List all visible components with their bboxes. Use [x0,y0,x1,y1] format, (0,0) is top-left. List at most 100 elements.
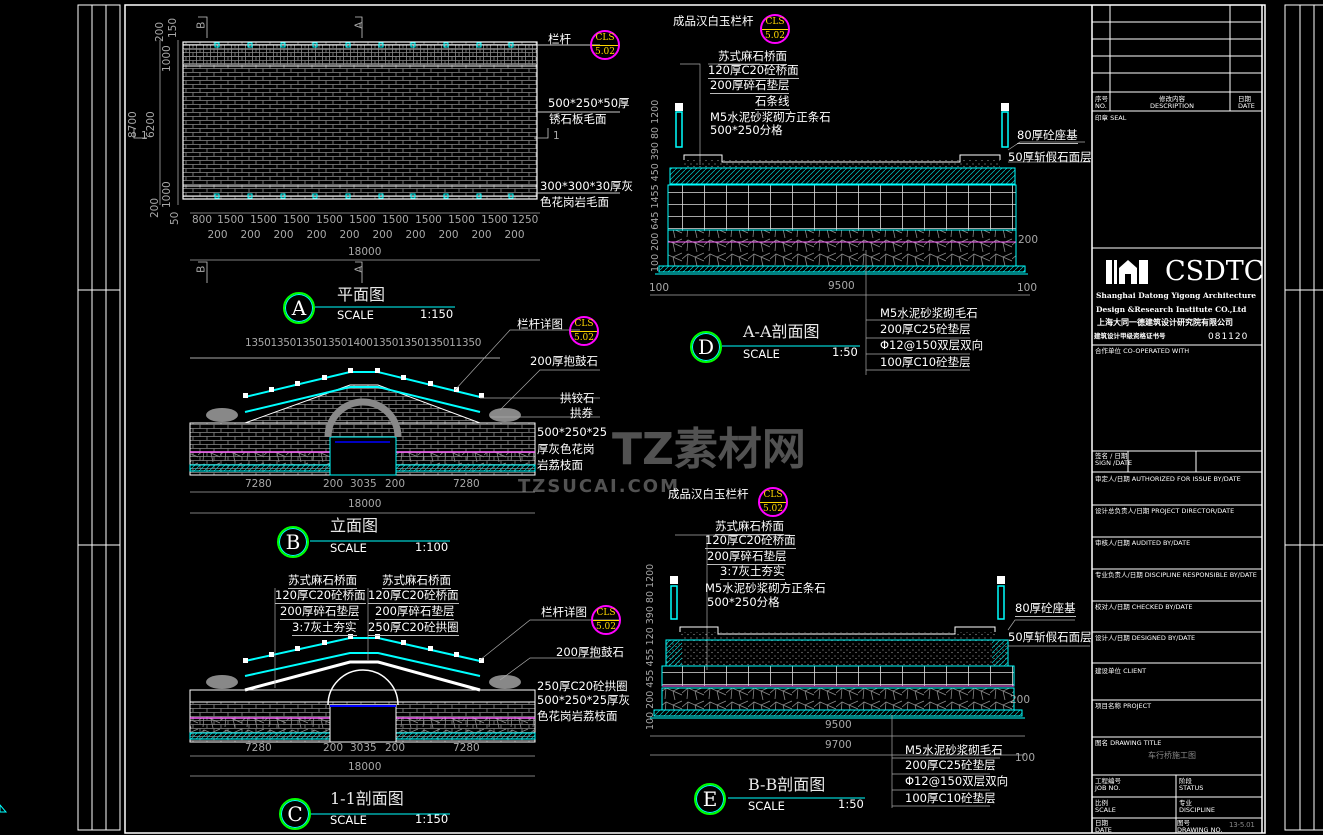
role-project-director: 设计总负责人/日期 PROJECT DIRECTOR/DATE [1095,507,1235,515]
aa-railing-label: 成品汉白玉栏杆 [673,14,754,28]
label-en: JOB NO. [1095,784,1121,793]
dim: 1500 [415,214,442,226]
dim: 3035 [350,742,377,754]
dim: 200 [240,229,261,241]
dim: 1500 [217,214,244,226]
elevation-facing-1: 500*250*25 [537,425,608,439]
layer-label: 苏式麻石桥面 [288,573,357,589]
callout-bottom: 5.02 [764,31,786,41]
layer-label: 120厚C20砼桥面 [708,63,799,79]
section11-total-dim: 18000 [348,761,382,773]
dim: 200 [385,478,406,490]
bb-title: B-B剖面图 [748,775,826,794]
label: 日期 [1095,819,1108,827]
view-marker-a: A [283,292,315,324]
label: 工程编号 [1095,777,1121,785]
aa-base-label: 80厚砼座基 [1017,128,1078,144]
role-discipline: 专业负责人/日期 DISCIPLINE RESPONSIBLE BY/DATE [1095,571,1257,579]
elevation-total-dim: 18000 [348,498,382,510]
layer-label: 石条线 [755,94,790,110]
drawing-title: 车行桥施工图 [1148,751,1196,760]
cut-mark-1-left: 1 [141,130,148,142]
plan-scale-label: SCALE [337,308,374,322]
section11-facing-2: 色花岗岩荔枝面 [537,709,618,723]
dim: 7280 [453,742,480,754]
dim: 200 [504,229,525,241]
label: 比例 [1095,799,1108,807]
callout-top: CLS [760,489,786,503]
layer-label: 苏式麻石桥面 [715,519,784,535]
view-marker-e: E [694,783,726,815]
elevation-facing-2: 厚灰色花岗 [537,442,595,456]
layer-label: M5水泥砂浆砌毛石 [905,743,1003,757]
plan-note-paving-1: 500*250*50厚 [548,96,630,110]
elevation-drum-stone: 200厚抱鼓石 [530,354,598,368]
dim: 200 [323,742,344,754]
coop-label: 合作单位 CO-OPERATED WITH [1095,347,1190,355]
label: 阶段 [1179,777,1192,785]
label-en: STATUS [1179,784,1204,793]
left-border-strip [77,4,121,831]
label: 修改内容 [1159,95,1185,103]
plan-note-paving-2: 锈石板毛面 [549,112,607,126]
dim: 200 [323,478,344,490]
company-name-cn: 上海大同一德建筑设计研究院有限公司 [1097,318,1233,327]
plan-railing-label: 栏杆 [548,32,571,46]
watermark-logo: TZ素材网 [612,424,806,475]
callout-bottom: 5.02 [762,504,784,514]
dim: 200 [339,229,360,241]
plan-note-granite-1: 300*300*30厚灰 [540,179,634,193]
section11-scale: 1:150 [415,812,449,826]
bb-base-label: 80厚砼座基 [1015,601,1076,617]
bb-face-label: 50厚斩假石面层 [1008,630,1092,644]
label-en: DATE [1238,102,1255,111]
label: 专业 [1179,799,1192,807]
csdtc-logo-icon [1106,260,1148,284]
section11-facing-1: 500*250*25厚灰 [537,693,631,707]
plan-dim-200-b: 200 [149,197,161,218]
bb-scale-label: SCALE [748,799,785,813]
seal-label: 印章 SEAL [1095,114,1127,122]
dim: 200 [207,229,228,241]
elevation-hinge-stone: 拱铰石 [560,391,595,405]
layer-label: 500*250分格 [710,123,783,137]
drawing-title-label: 图名 DRAWING TITLE [1095,739,1162,747]
dim: 200 [405,229,426,241]
cut-mark-a-bottom: A [353,265,366,273]
role-designed: 设计人/日期 DESIGNED BY/DATE [1095,634,1196,642]
dim: 100 [1017,282,1038,294]
section-b-b-drawing [650,534,1090,808]
layer-label: 200厚碎石垫层 [707,549,787,565]
section-1-1-drawing [189,588,620,777]
view-marker-d: D [690,331,722,363]
layer-label: 120厚C20砼桥面 [275,588,366,604]
layer-label: 3:7灰土夯实 [720,564,785,580]
elevation-drawing [189,329,600,514]
plan-dim-6200: 6200 [145,111,157,138]
label: 签名 / 日期 [1095,452,1128,460]
elevation-title: 立面图 [330,516,379,535]
elevation-top-dims: 1350135013501350140013501350135011350 [245,337,482,349]
company-name-en-2: Design &Research Institute CO.,Ltd [1096,305,1247,314]
label-en: DESCRIPTION [1150,102,1194,111]
plan-dim-1000-b: 1000 [161,181,173,208]
ucs-icon [0,804,8,813]
label-en: DATE [1095,826,1112,835]
callout-bottom: 5.02 [573,333,595,343]
dim: 800 [191,214,213,226]
cut-mark-b-bottom: B [195,265,208,273]
elevation-facing-3: 岩荔枝面 [537,458,583,472]
cut-mark-a-top: A [353,21,366,29]
label-en: SIGN /DATE [1095,459,1133,468]
callout-top: CLS [762,16,788,30]
